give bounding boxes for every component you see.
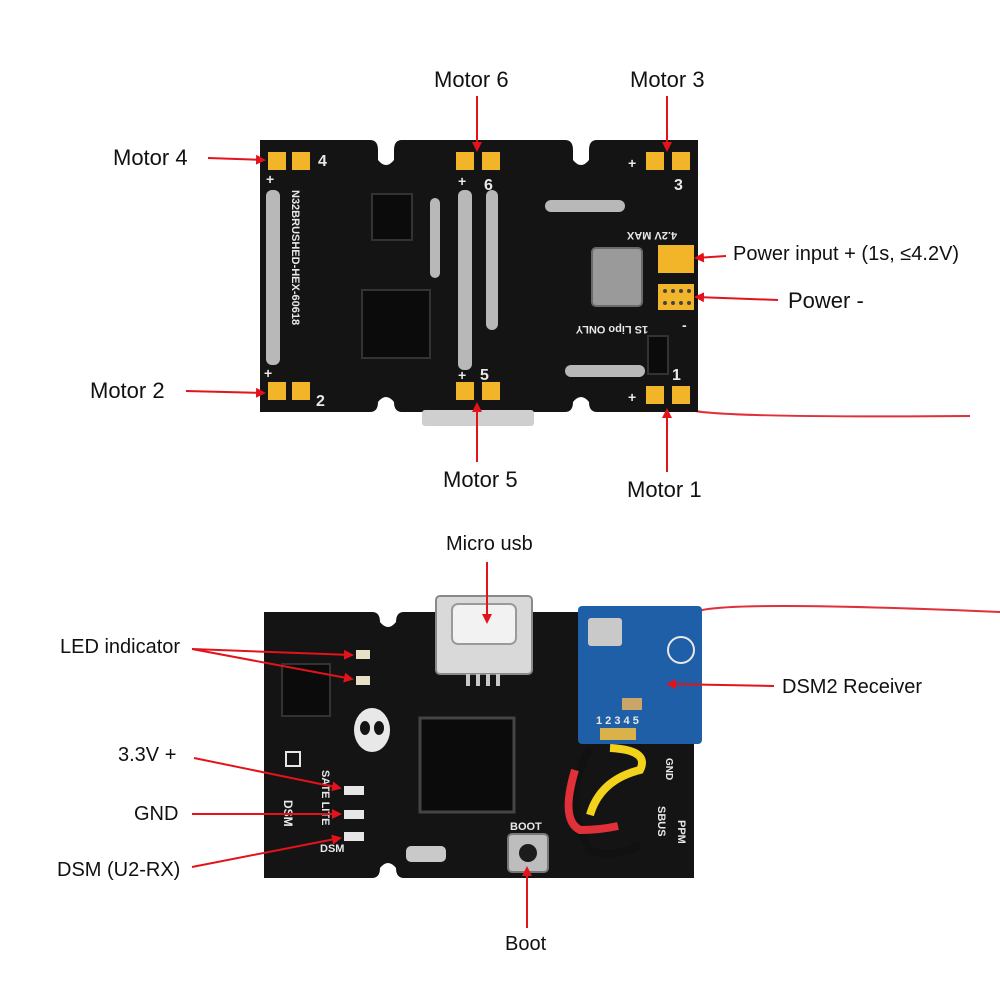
pad-3v3 (344, 786, 364, 795)
micro-usb-label: Micro usb (446, 533, 533, 555)
wire-yellow (586, 744, 646, 817)
motor-number-4-silk: 4 (318, 153, 327, 170)
bottom-mcu-chip (418, 716, 516, 814)
motor-5-label: Motor 5 (443, 467, 518, 492)
top-callouts: Motor 6 Motor 3 Motor 4 Motor 2 Motor 5 … (90, 67, 959, 502)
power-plus-pad (658, 245, 694, 273)
motor1-pad-minus (672, 386, 690, 404)
led-indicator-label: LED indicator (60, 636, 180, 658)
top-trace-mid3 (430, 198, 440, 278)
motor2-pad-minus (292, 382, 310, 400)
v33-plus-label: 3.3V + (118, 744, 176, 766)
boot-silk: BOOT (510, 821, 542, 833)
top-mcu-chip (361, 289, 431, 359)
plus-silk-m6: + (458, 173, 466, 189)
gnd-label: GND (134, 803, 178, 825)
motor-2-label: Motor 2 (90, 378, 165, 403)
boot-button[interactable] (507, 833, 549, 873)
voltage-max-silk: 4.2V MAX (626, 229, 677, 241)
motor-3-label: Motor 3 (630, 67, 705, 92)
top-trace-mid2 (486, 190, 498, 330)
v33-plus-arrow (193, 757, 342, 792)
motor1-pad-plus (646, 386, 664, 404)
motor6-pad-plus (456, 152, 474, 170)
motor3-pad-minus (672, 152, 690, 170)
antenna-wire-top (689, 409, 971, 418)
top-trace-left (266, 190, 280, 365)
motor3-pad-plus (646, 152, 664, 170)
motor4-pad-plus (268, 152, 286, 170)
top-regulator (371, 193, 413, 241)
plus-silk-m5: + (458, 367, 466, 383)
crystal (406, 846, 446, 862)
pad-square (285, 751, 301, 767)
motor2-pad-plus (268, 382, 286, 400)
dsm-u2rx-label: DSM (U2-RX) (57, 859, 180, 881)
board-id-silk: N32BRUSHED-HEX-60618 (289, 190, 301, 325)
dsm-u2rx-arrow (191, 834, 342, 868)
bottom-callouts: Micro usb LED indicator DSM2 Receiver 3.… (57, 533, 922, 955)
power-minus-pad (658, 284, 694, 310)
minus-silk-power: - (682, 317, 687, 333)
motor4-pad-minus (292, 152, 310, 170)
led-indicator-arrow-2 (191, 648, 354, 683)
sbus-silk: SBUS (655, 806, 667, 837)
top-capacitor (647, 335, 669, 375)
plus-silk-m3: + (628, 155, 636, 171)
dsm2-receiver-module (578, 606, 702, 744)
top-trace-bottom (565, 365, 645, 377)
top-inductor (591, 247, 643, 307)
power-minus-label: Power - (788, 288, 864, 313)
motor-number-5-silk: 5 (480, 367, 489, 384)
dsm2-receiver-arrow (666, 679, 775, 690)
top-trace-mid1 (458, 190, 472, 370)
motor-4-label: Motor 4 (113, 145, 188, 170)
motor-2-arrow (185, 387, 266, 398)
power-input-arrow (694, 252, 727, 263)
motor5-pad-plus (456, 382, 474, 400)
antenna-wire-bottom (695, 605, 1000, 613)
top-board: N32BRUSHED-HEX-60618 4.2V MAX 1S Lipo ON… (260, 140, 971, 426)
led-2 (356, 676, 370, 685)
alien-logo (354, 708, 390, 752)
bottom-board: DSM SATE LITE DSM BOOT SBUS PPM GND 1 2 … (264, 595, 1000, 878)
motor-number-6-silk: 6 (484, 177, 493, 194)
sate-lite-silk: SATE LITE (319, 770, 331, 825)
top-trace-top (545, 200, 625, 212)
dsm2-receiver-label: DSM2 Receiver (782, 676, 922, 698)
motor-1-label: Motor 1 (627, 477, 702, 502)
plus-silk-m2: + (264, 365, 272, 381)
bottom-small-chip (281, 663, 331, 717)
plus-silk-m4: + (266, 171, 274, 187)
wire-red (564, 768, 619, 835)
led-indicator-arrow-1 (191, 648, 354, 660)
pin-numbers-silk: 1 2 3 4 5 (596, 715, 639, 727)
pad-gnd (344, 810, 364, 819)
motor6-pad-minus (482, 152, 500, 170)
motor5-pad-minus (482, 382, 500, 400)
power-minus-arrow (694, 292, 779, 303)
motor-6-label: Motor 6 (434, 67, 509, 92)
lipo-note-silk: 1S Lipo ONLY (575, 323, 648, 335)
led-1 (356, 650, 370, 659)
motor-4-arrow (207, 154, 266, 165)
motor-number-1-silk: 1 (672, 367, 681, 384)
ppm-silk: PPM (675, 820, 687, 844)
wire-black (571, 746, 642, 858)
plus-silk-m1: + (628, 389, 636, 405)
micro-usb-port[interactable] (435, 595, 533, 686)
motor-number-3-silk: 3 (674, 177, 683, 194)
pad-dsm (344, 832, 364, 841)
dsm2-silk: DSM (320, 843, 344, 855)
motor-number-2-silk: 2 (316, 393, 325, 410)
power-input-label: Power input + (1s, ≤4.2V) (733, 243, 959, 265)
boot-label: Boot (505, 933, 547, 955)
gnd-silk: GND (663, 758, 674, 780)
